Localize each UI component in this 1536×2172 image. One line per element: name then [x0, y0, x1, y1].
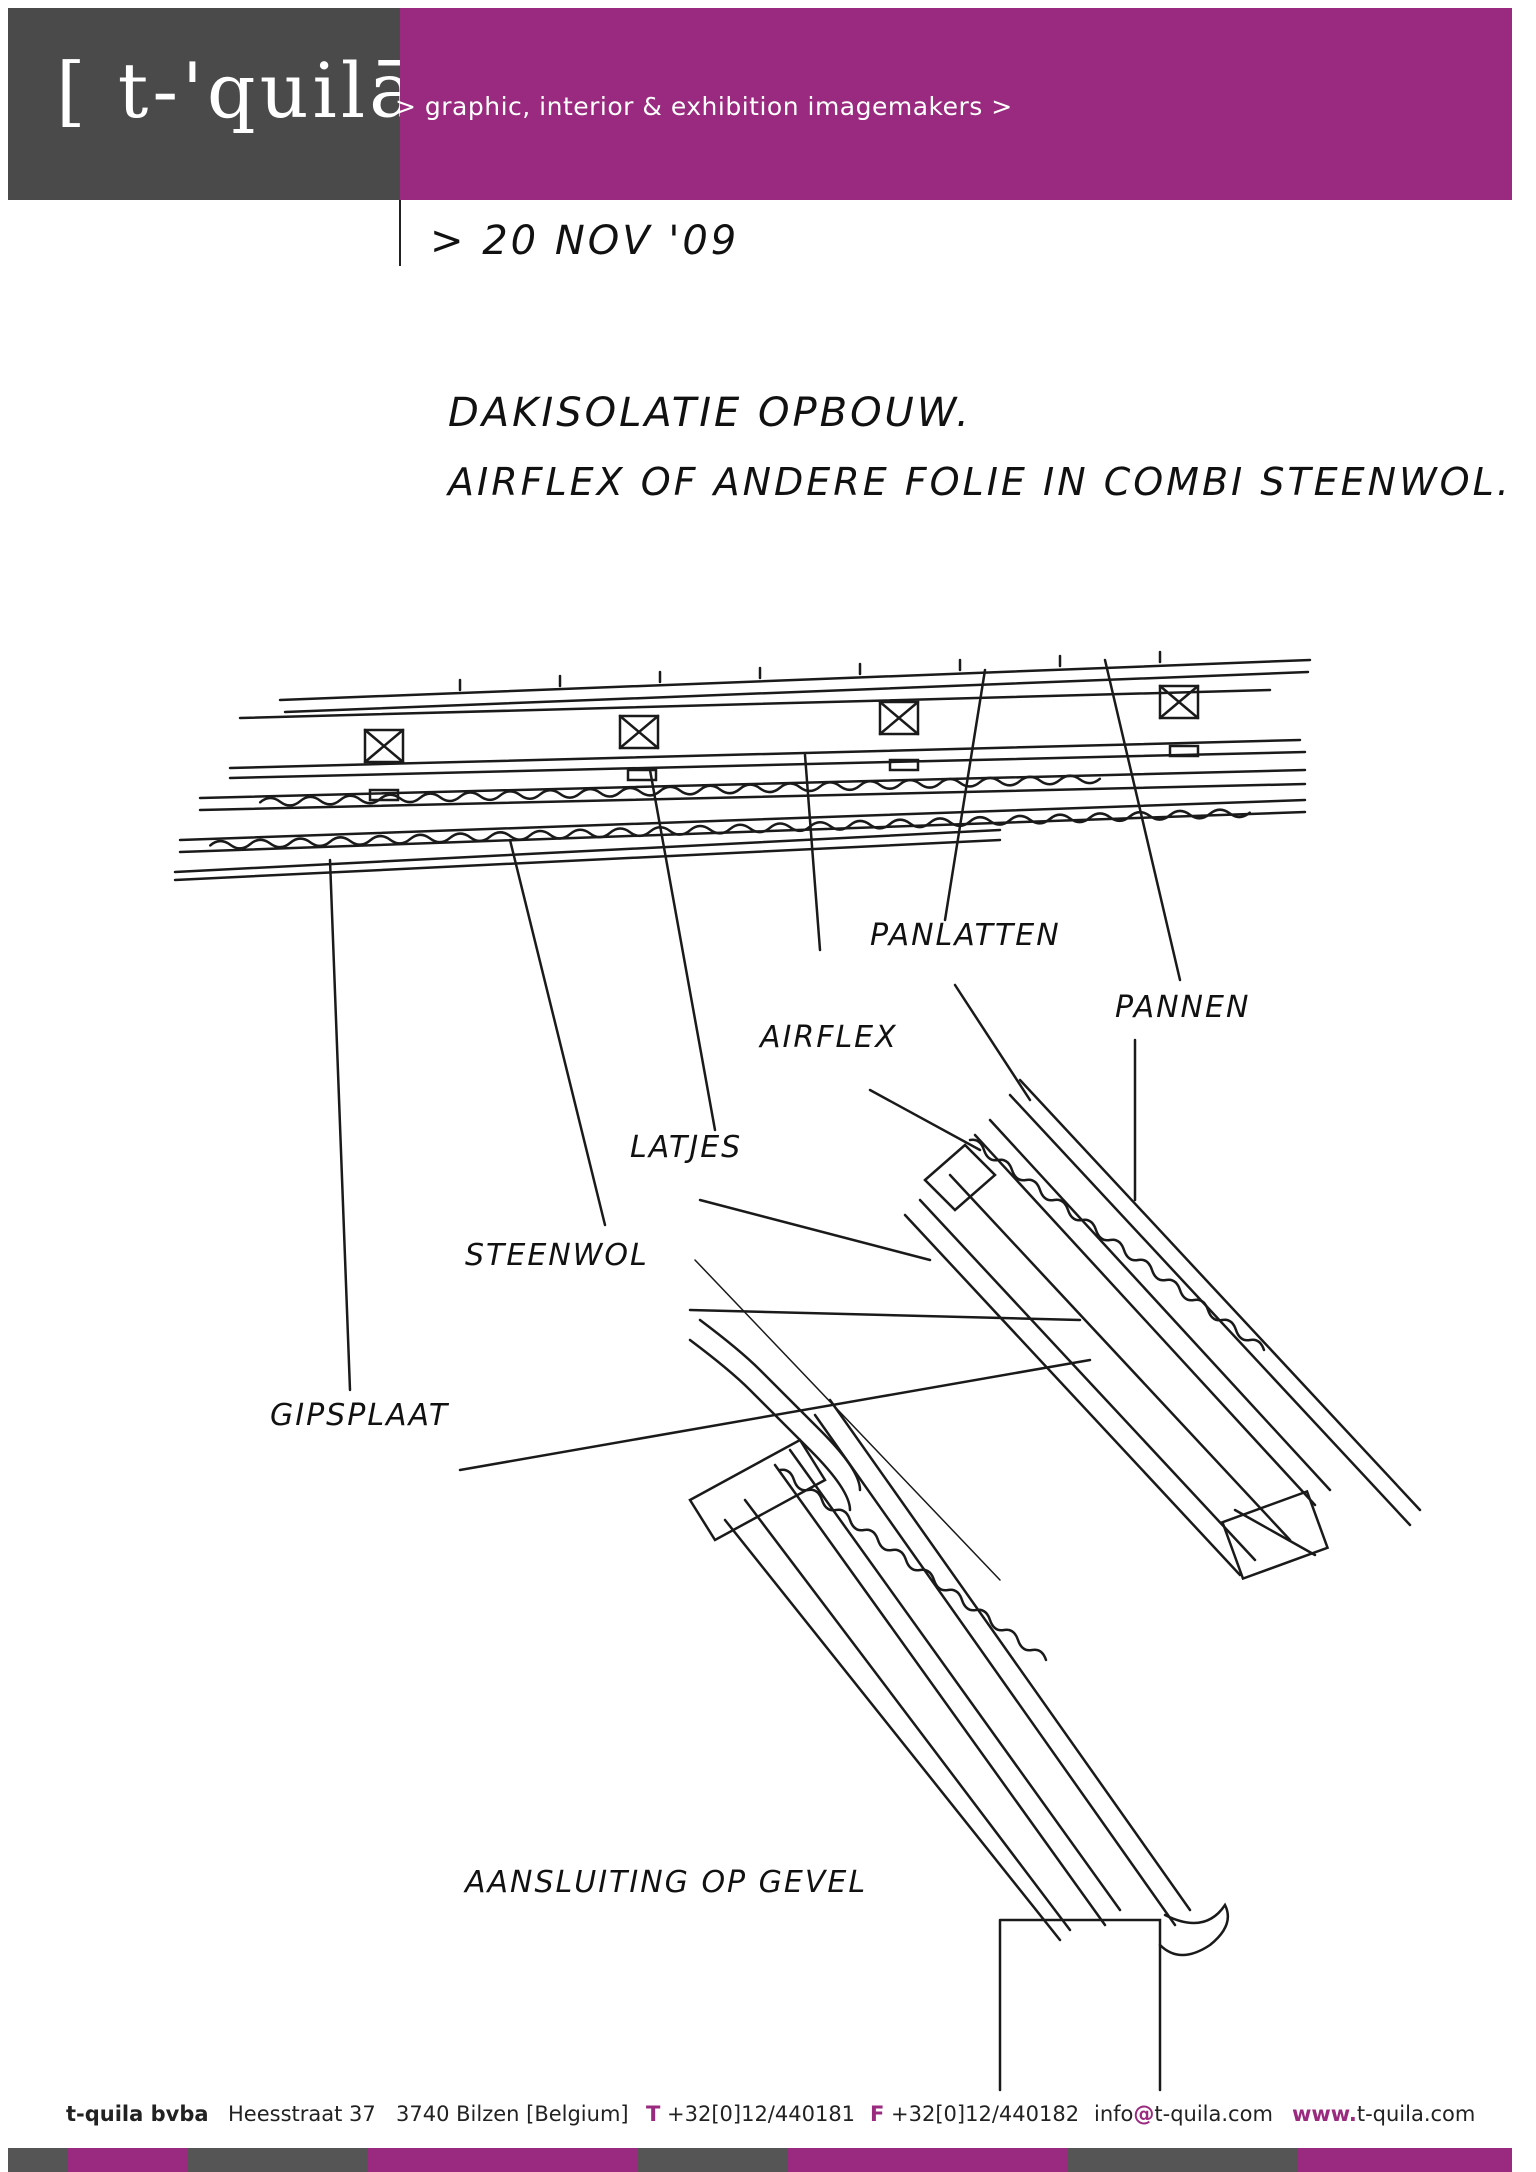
margin-line: [399, 200, 401, 266]
note-title: DAKISOLATIE OPBOUW.: [448, 390, 972, 436]
tagline: > graphic, interior & exhibition imagema…: [395, 92, 1013, 121]
leader-lines: [328, 658, 1182, 1581]
footer-street: Heesstraat 37: [228, 2102, 376, 2126]
label-aansluiting: AANSLUITING OP GEVEL: [465, 1865, 868, 1900]
label-latjes: LATJES: [630, 1130, 743, 1165]
footer-website[interactable]: www.t-quila.com: [1292, 2102, 1476, 2126]
sloped-detail-lower: [688, 1318, 1230, 2092]
footer-email[interactable]: info@t-quila.com: [1094, 2102, 1273, 2126]
sloped-detail-upper: [903, 1078, 1422, 1581]
label-gipsplaat: GIPSPLAAT: [270, 1398, 450, 1433]
label-panlatten: PANLATTEN: [870, 918, 1061, 953]
footer-city: 3740 Bilzen [Belgium]: [396, 2102, 629, 2126]
label-steenwol: STEENWOL: [465, 1238, 649, 1273]
footer: t-quila bvba Heesstraat 37 3740 Bilzen […: [0, 2102, 1536, 2138]
label-airflex: AIRFLEX: [760, 1020, 898, 1055]
header-band: [400, 8, 1512, 200]
label-pannen: PANNEN: [1115, 990, 1251, 1025]
footer-company: t-quila bvba: [66, 2102, 209, 2126]
roof-layers-horizontal: [173, 650, 1312, 882]
bottom-stripe: [8, 2148, 1512, 2172]
footer-tel: T +32[0]12/440181: [646, 2102, 856, 2126]
note-date: > 20 NOV '09: [430, 218, 740, 264]
note-subtitle: AIRFLEX OF ANDERE FOLIE IN COMBI STEENWO…: [448, 460, 1512, 504]
footer-fax: F +32[0]12/440182: [870, 2102, 1080, 2126]
